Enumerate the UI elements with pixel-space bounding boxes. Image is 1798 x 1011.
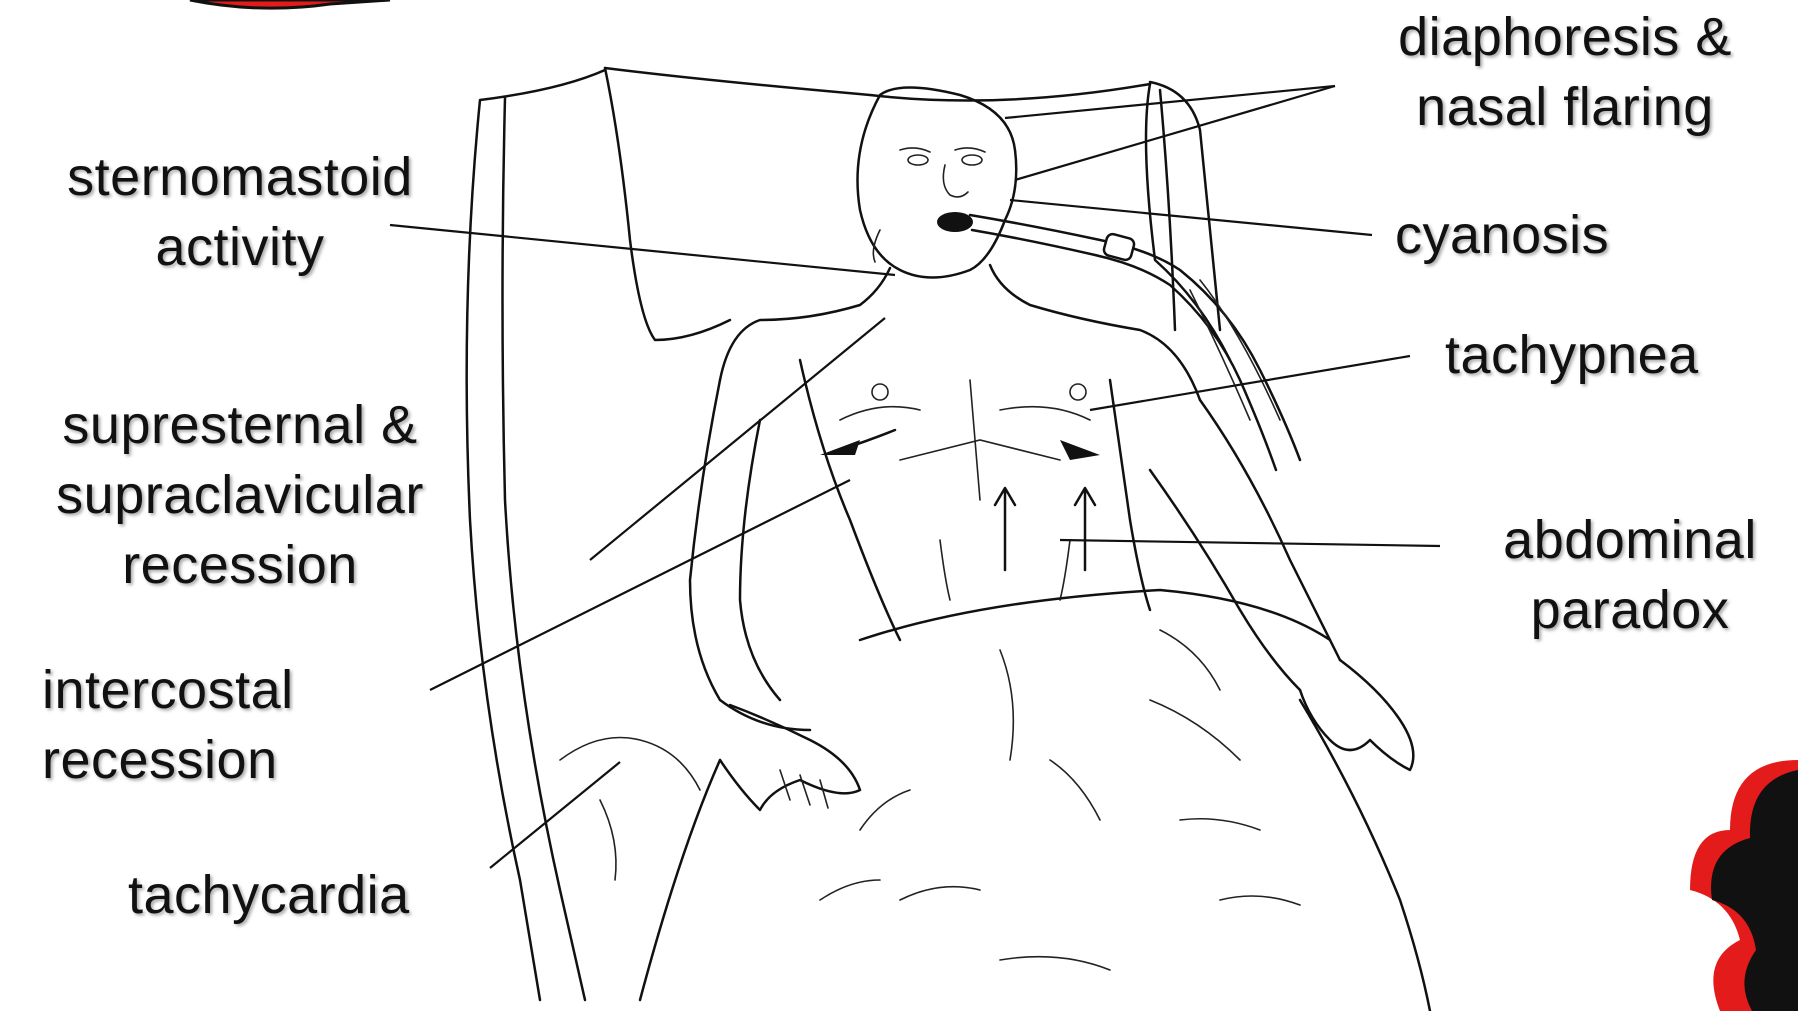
leader-diaphoresis-2 xyxy=(1015,86,1335,180)
leader-diaphoresis-1 xyxy=(1005,86,1335,118)
leader-cyanosis xyxy=(1010,200,1372,235)
red-corner-top xyxy=(190,0,390,8)
leader-abdominal xyxy=(1060,540,1440,546)
label-line: recession xyxy=(10,530,470,600)
label-tachypnea: tachypnea xyxy=(1445,320,1699,390)
label-line: paradox xyxy=(1470,575,1790,645)
label-line: diaphoresis & xyxy=(1355,2,1775,72)
label-line: supresternal & xyxy=(10,390,470,460)
leader-sternomastoid xyxy=(390,225,895,275)
label-diaphoresis-nasal-flaring: diaphoresis & nasal flaring xyxy=(1355,2,1775,142)
label-line: recession xyxy=(42,725,294,795)
label-sternomastoid-activity: sternomastoid activity xyxy=(30,142,450,282)
label-abdominal-paradox: abdominal paradox xyxy=(1470,505,1790,645)
label-intercostal-recession: intercostal recession xyxy=(42,655,294,795)
label-line: supraclavicular xyxy=(10,460,470,530)
label-line: tachypnea xyxy=(1445,320,1699,390)
label-line: sternomastoid xyxy=(30,142,450,212)
label-line: nasal flaring xyxy=(1355,72,1775,142)
label-supresternal-recession: supresternal & supraclavicular recession xyxy=(10,390,470,600)
label-cyanosis: cyanosis xyxy=(1395,200,1609,270)
leader-tachycardia xyxy=(490,762,620,868)
label-line: intercostal xyxy=(42,655,294,725)
leader-intercostal xyxy=(430,480,850,690)
label-line: cyanosis xyxy=(1395,200,1609,270)
leader-supresternal xyxy=(590,318,885,560)
label-tachycardia: tachycardia xyxy=(128,860,410,930)
label-line: tachycardia xyxy=(128,860,410,930)
red-cloud-corner xyxy=(1690,760,1798,1011)
label-line: abdominal xyxy=(1470,505,1790,575)
label-line: activity xyxy=(30,212,450,282)
